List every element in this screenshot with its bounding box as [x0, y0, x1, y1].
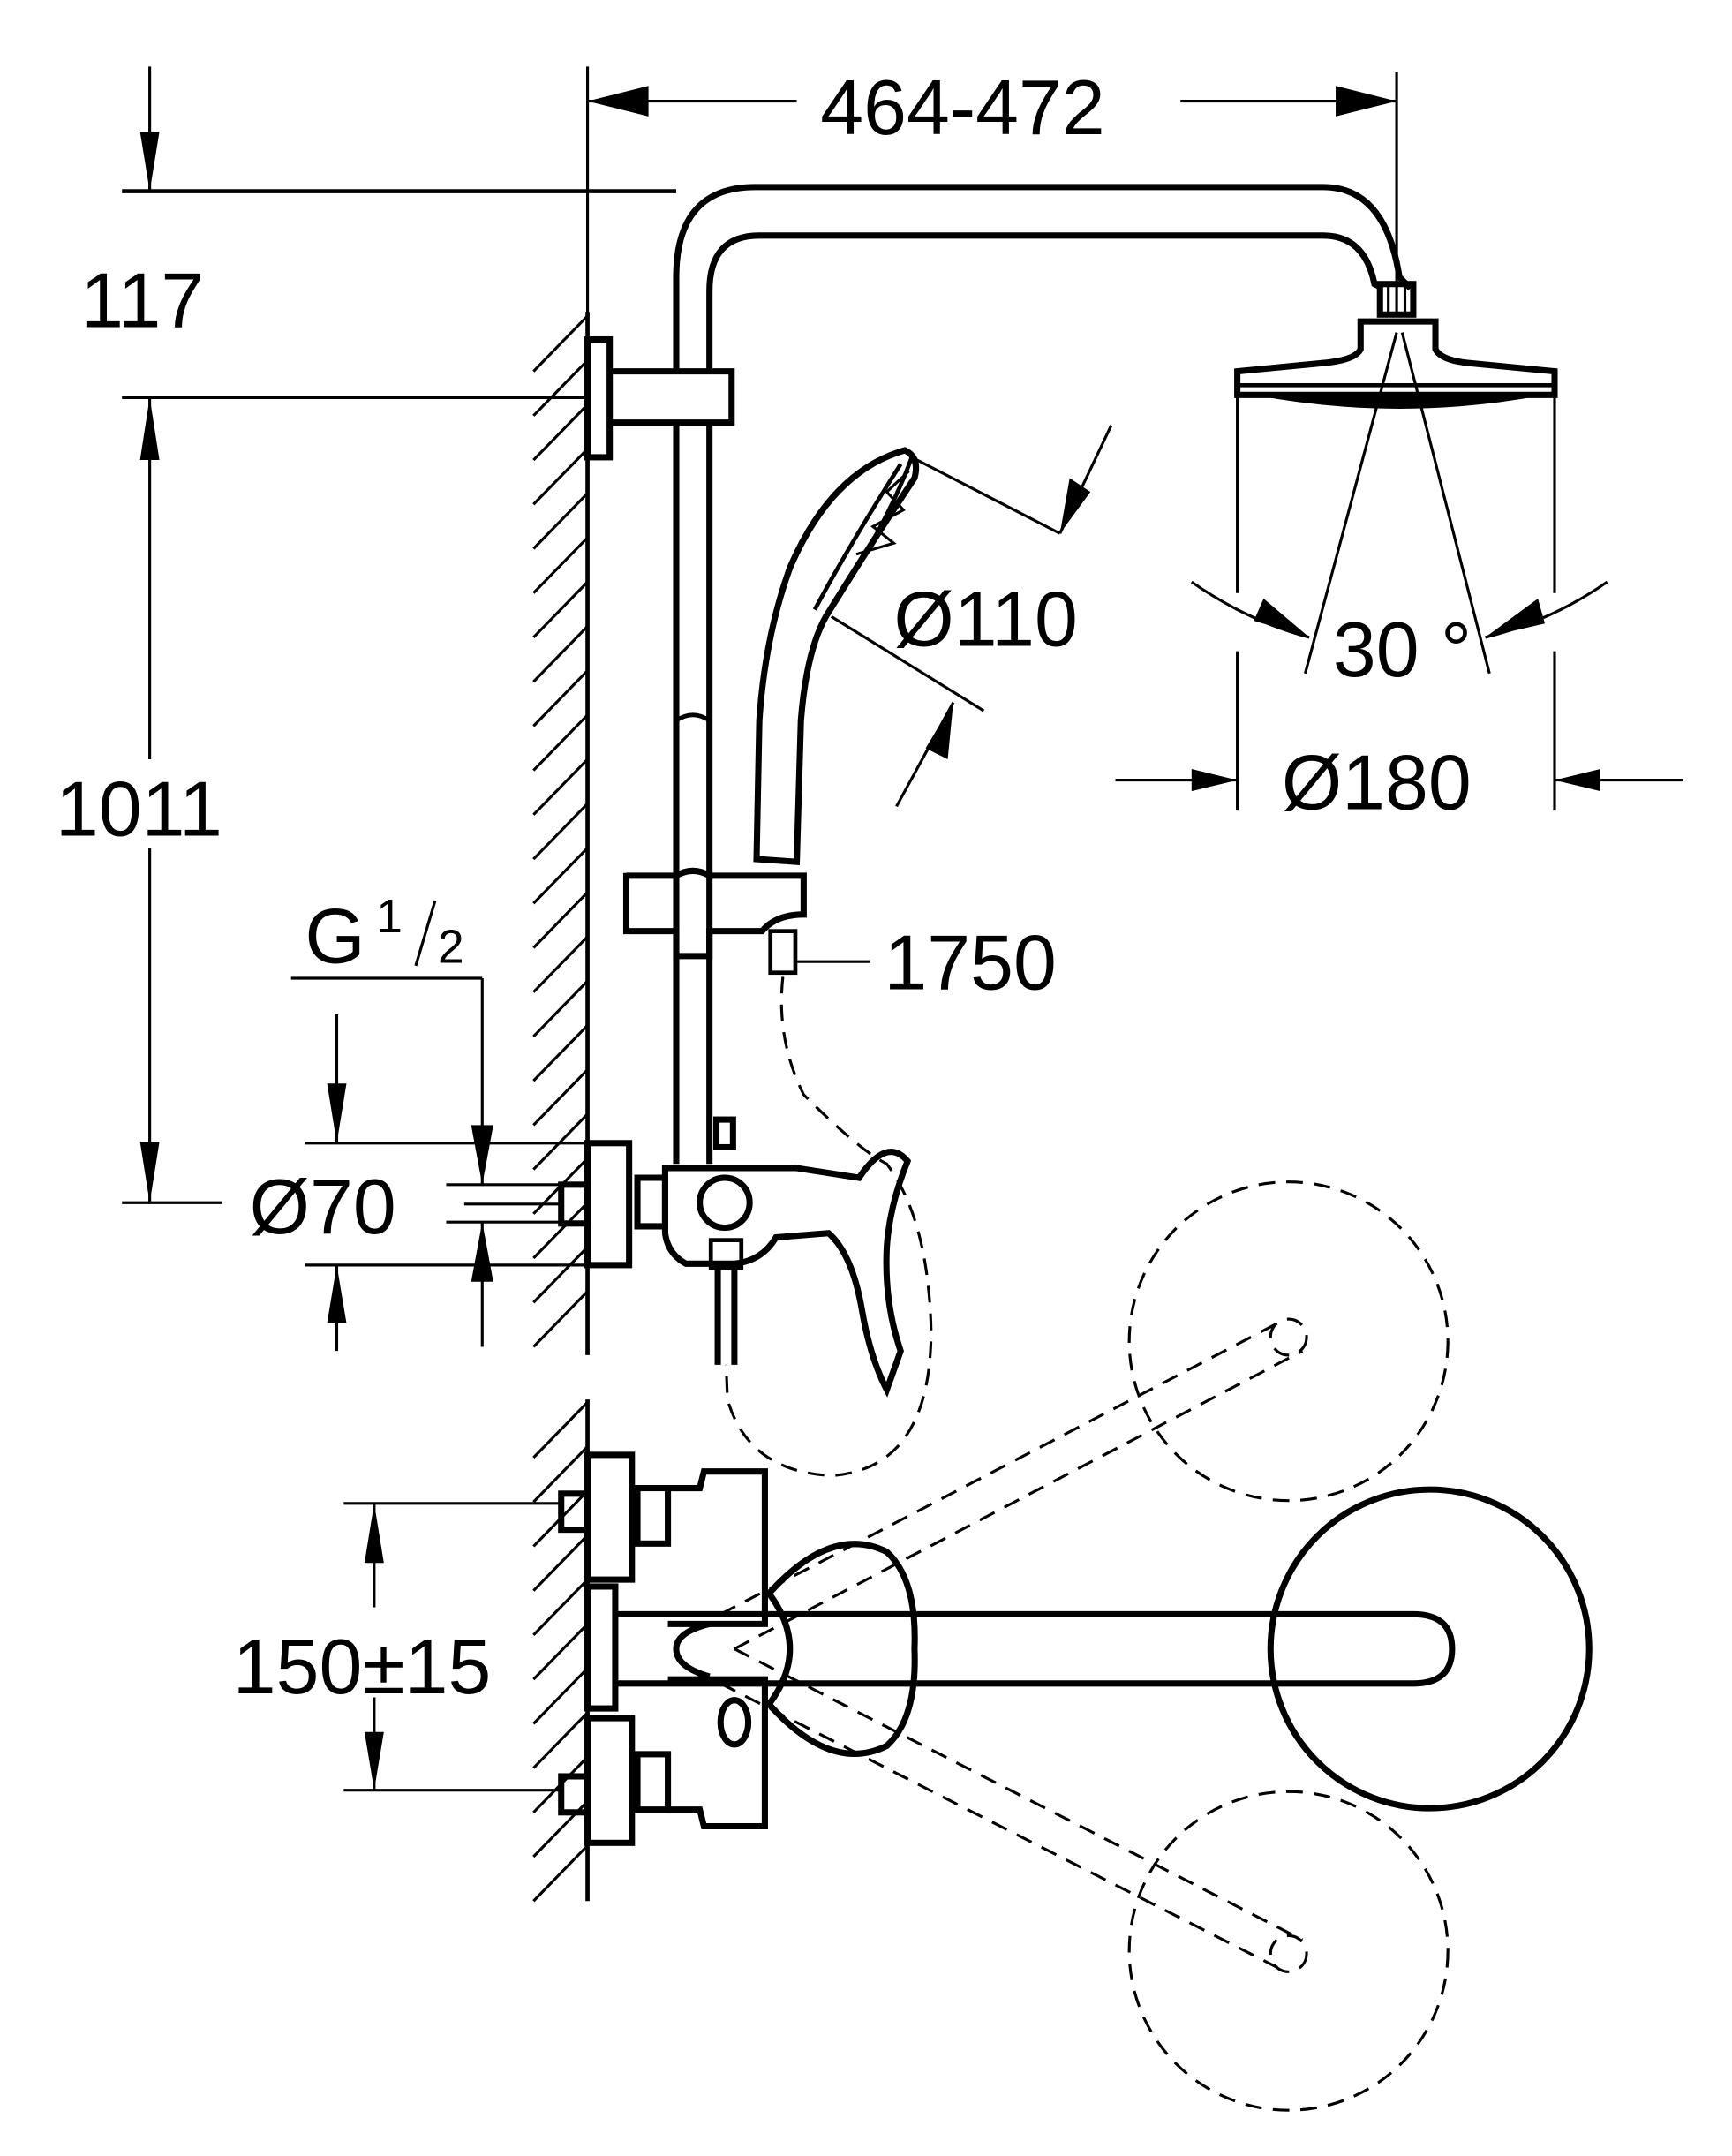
hose-length-label: 1750: [884, 919, 1056, 1006]
wall-hatch-line: [532, 314, 589, 373]
wall-hatch-line: [532, 1024, 589, 1082]
wall-hatch-line: [532, 536, 589, 594]
height-label: 1011: [56, 765, 222, 852]
wall-hatch-line: [532, 847, 589, 905]
hand-shower: [753, 447, 920, 865]
wall-hatch-line: [532, 803, 589, 861]
spray-angle-label: 30 °: [1333, 606, 1472, 693]
wall-hatch-line: [532, 1068, 589, 1127]
wall-hatch-line: [532, 669, 589, 727]
wall-hatch-line: [532, 1579, 589, 1636]
wall-hatch-line: [532, 1290, 589, 1348]
shower-riser: [673, 184, 1413, 1165]
wall-hatch-line: [532, 358, 589, 417]
hose: 1750: [724, 919, 1057, 1477]
wall-hatch-line: [532, 1534, 589, 1592]
wall-hatch-line: [532, 1202, 589, 1260]
wall-hatch-line: [532, 1844, 589, 1903]
wall-lower: [532, 1399, 590, 1903]
inlet-centers-dimension: 150±15: [233, 1502, 561, 1792]
wall-hatch-line: [532, 448, 589, 506]
escutcheon-diameter-dimension: Ø70: [250, 1014, 588, 1352]
wall-hatch-line: [532, 1401, 589, 1459]
height-dimension: 1011: [56, 396, 588, 1204]
head-drop-dimension: 117: [80, 66, 676, 343]
head-diameter-label: Ø180: [1282, 739, 1472, 826]
wall-hatch-line: [532, 1667, 589, 1725]
lever-swing-dashed: [719, 1180, 1450, 2112]
wall-hatch-line: [532, 891, 589, 949]
inlet-centers-label: 150±15: [233, 1623, 492, 1710]
wall-hatch-line: [532, 758, 589, 816]
wall-hatch-line: [532, 403, 589, 462]
mixer-elevation: [558, 1116, 912, 1398]
wall-hatch-line: [532, 581, 589, 639]
wall-hatch-line: [532, 492, 589, 550]
wall-hatch-line: [532, 1112, 589, 1171]
wall-hatch-line: [532, 980, 589, 1038]
arm-projection-label: 464-472: [820, 64, 1104, 151]
arm-projection-dimension: 464-472: [585, 64, 1398, 319]
wall-hatch-line: [532, 1246, 589, 1304]
wall-hatch-line: [532, 713, 589, 772]
thread-denominator: 2: [438, 922, 464, 974]
head-diameter-dimension: Ø180: [1115, 739, 1683, 826]
wall-hatch-line: [532, 935, 589, 993]
mixer-plan: [558, 1451, 1593, 1846]
wall-hatch-line: [532, 1711, 589, 1769]
hand-shower-diameter-label: Ø110: [893, 575, 1077, 662]
shower-slider: [622, 867, 807, 976]
wall-hatch-line: [532, 625, 589, 683]
spray-angle-dimension: 30 °: [1190, 580, 1608, 693]
head-drop-label: 117: [80, 256, 204, 343]
head-shower: [1234, 281, 1558, 811]
escutcheon-diameter-label: Ø70: [250, 1163, 396, 1250]
wall-hatch-line: [532, 1445, 589, 1504]
wall-hatch-line: [532, 1623, 589, 1681]
hand-shower-diameter-dimension: Ø110: [830, 425, 1113, 808]
